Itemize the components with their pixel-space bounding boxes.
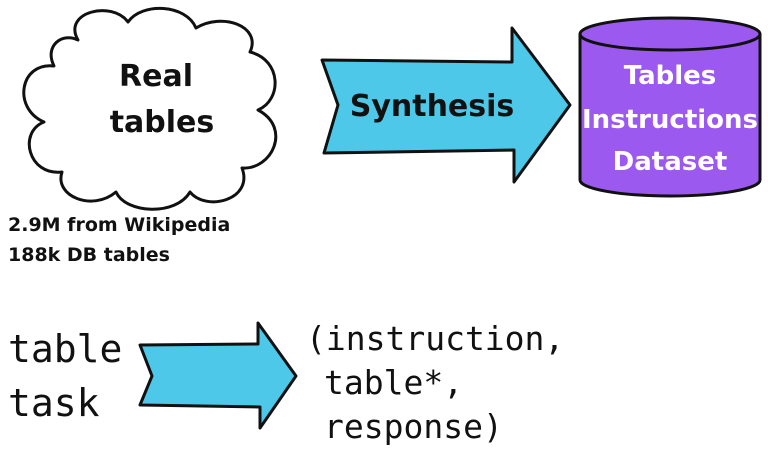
dataset-cylinder-top — [578, 16, 762, 52]
cloud-shape — [22, 7, 278, 211]
task-arrow — [138, 321, 298, 430]
dataset-label-line2: Instructions — [582, 105, 758, 135]
stat-wikipedia: 2.9M from Wikipedia — [8, 214, 231, 236]
output-line2: table*, — [324, 363, 463, 402]
input-table-label: table — [8, 327, 122, 371]
stat-db-tables: 188k DB tables — [8, 244, 170, 266]
cloud-stats: 2.9M from Wikipedia 188k DB tables — [8, 210, 230, 270]
output-line3: response) — [324, 407, 503, 446]
dataset-label-line3: Dataset — [613, 147, 728, 177]
dataset-cylinder-body — [578, 32, 762, 198]
input-task-label: task — [8, 381, 100, 425]
synthesis-arrow — [320, 26, 572, 184]
synthesis-label: Synthesis — [350, 89, 515, 124]
dataset-label-line1: Tables — [624, 61, 717, 91]
cloud-title-line2: tables — [110, 105, 215, 140]
cloud-title-line1: Real — [119, 59, 193, 94]
output-line1: (instruction, — [306, 319, 564, 358]
